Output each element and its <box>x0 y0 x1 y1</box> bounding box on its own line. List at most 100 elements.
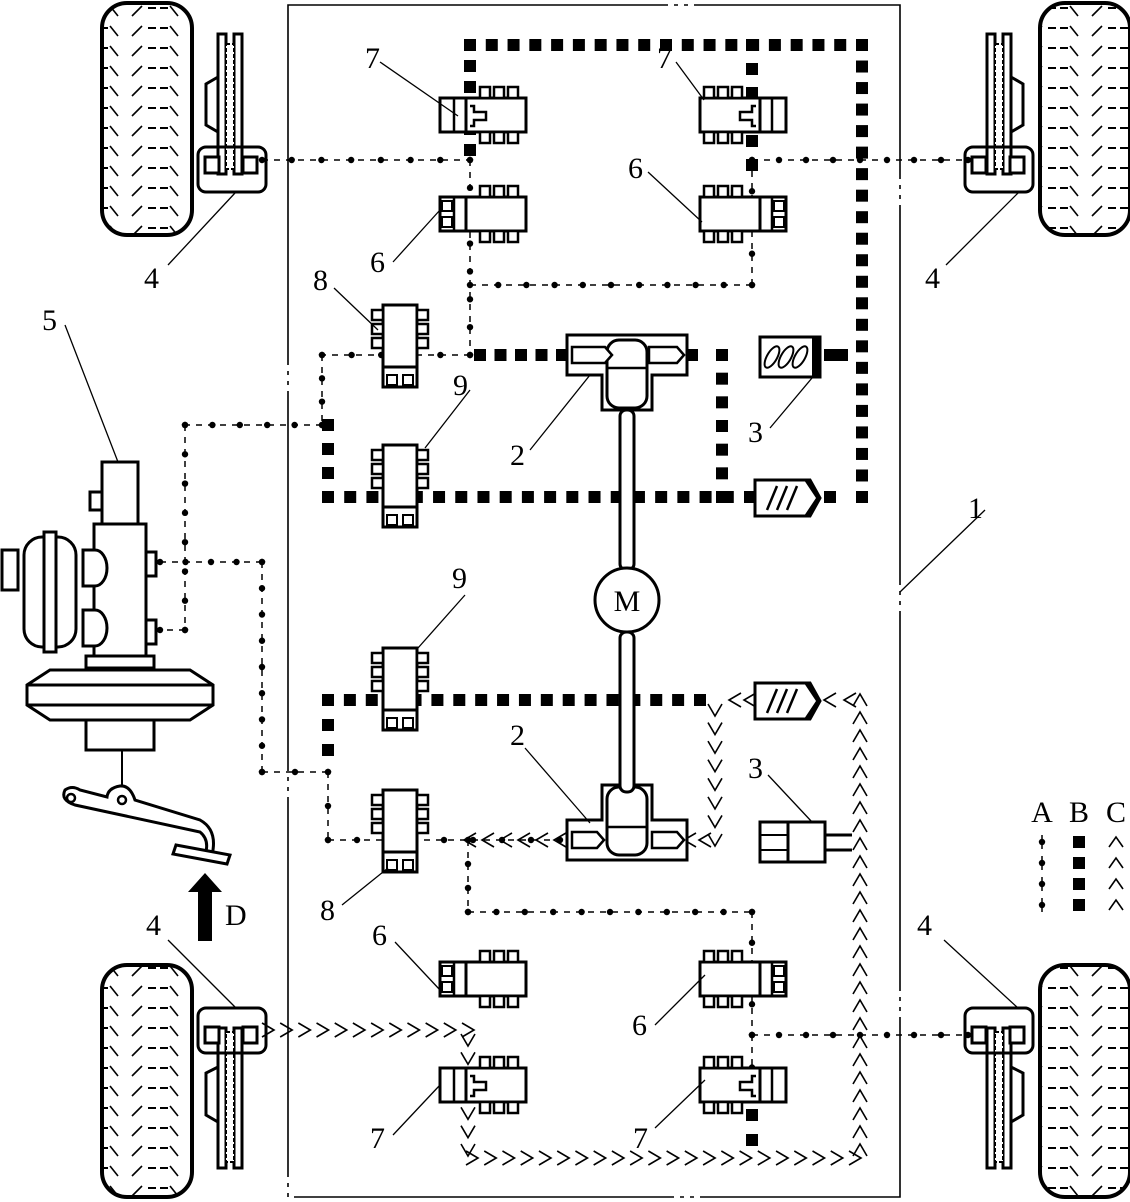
shaft-icon <box>618 630 636 794</box>
brake-rear-right <box>963 1006 1035 1170</box>
line-c-to-acc <box>822 692 857 708</box>
line-c-rear-left <box>261 1022 476 1038</box>
callout-label: 3 <box>748 752 763 785</box>
pressure-valve-rear <box>370 646 430 732</box>
leader-line <box>341 867 389 906</box>
line-b-pump-right <box>686 349 728 503</box>
pressure-valve-front <box>370 443 430 529</box>
leader-line <box>394 941 441 991</box>
legend-key: B <box>1069 796 1089 829</box>
accumulator-front-low <box>753 478 822 518</box>
inlet-valve-rear-right <box>698 949 788 1009</box>
callout-label: 2 <box>510 439 525 472</box>
callout-label: 4 <box>144 262 159 295</box>
disc-icon <box>985 32 997 176</box>
leader-line <box>647 171 703 223</box>
leader-line <box>899 509 986 593</box>
accumulator-front-high <box>758 335 822 379</box>
callout-6-front-right: 6 <box>628 152 703 223</box>
line-c-right-vertical <box>852 692 868 1157</box>
callout-d: D <box>225 899 247 932</box>
callout-label: 9 <box>453 369 468 402</box>
line-c-bottom <box>465 1150 863 1166</box>
port-icon <box>144 618 158 646</box>
line-b-lower-horizontal <box>322 694 706 706</box>
caliper-icon <box>196 1006 268 1055</box>
leader-line <box>417 594 466 649</box>
brake-front-right <box>963 32 1035 194</box>
leader-line <box>654 974 706 1026</box>
callout-label: 8 <box>320 894 335 927</box>
legend-chevron-icon <box>1108 835 1124 848</box>
legend-chevron-icon <box>1108 898 1124 911</box>
line-c-from-acc <box>727 692 757 708</box>
callout-label: 8 <box>313 264 328 297</box>
line-a-front-left <box>156 156 474 634</box>
callout-4-front-left: 4 <box>144 192 236 295</box>
outlet-valve-front-left <box>438 85 528 145</box>
leader-line <box>167 939 237 1009</box>
callout-6-rear-right: 6 <box>632 974 706 1042</box>
callout-label: 7 <box>370 1122 385 1155</box>
callout-label: 4 <box>146 909 161 942</box>
callout-label: 7 <box>365 42 380 75</box>
callout-9-rear: 9 <box>417 562 467 649</box>
wheel-rear-right <box>1038 963 1130 1199</box>
leader-line <box>769 377 813 429</box>
leader-line <box>64 324 119 463</box>
callout-3-rear: 3 <box>748 752 813 823</box>
legend-item-c: C <box>1106 796 1126 911</box>
inlet-valve-rear-left <box>438 949 528 1009</box>
leader-line <box>379 61 459 117</box>
callout-label: 1 <box>968 492 983 525</box>
brake-rear-left <box>196 1006 268 1170</box>
line-b-acc-stub <box>824 349 848 361</box>
pedal-pad-icon <box>171 843 232 866</box>
callout-1: 1 <box>899 492 986 593</box>
leader-line <box>529 374 591 451</box>
callout-4-rear-left: 4 <box>146 909 237 1009</box>
isolation-valve-rear <box>370 788 430 874</box>
motor-icon <box>593 566 661 634</box>
leader-line <box>767 774 813 823</box>
legend-dot-icon <box>1038 838 1046 846</box>
accumulator-icon <box>758 335 822 379</box>
disc-icon <box>985 1026 997 1170</box>
callout-8-rear: 8 <box>320 867 389 927</box>
callout-label: D <box>225 899 247 932</box>
inlet-valve-front-left <box>438 184 528 244</box>
force-arrow-icon <box>188 873 222 941</box>
legend-chevron-icon <box>1108 856 1124 869</box>
pedal-icon <box>62 784 215 857</box>
valve-body-icon <box>381 443 419 529</box>
outlet-valve-rear-left <box>438 1055 528 1115</box>
callout-7-front-left: 7 <box>365 42 459 117</box>
callout-5: 5 <box>42 304 119 463</box>
tire-icon <box>100 1 194 237</box>
legend-item-a: A <box>1031 796 1053 912</box>
callout-label: 9 <box>452 562 467 595</box>
caliper-icon <box>963 1006 1035 1055</box>
callout-8-front: 8 <box>313 264 379 331</box>
legend-chevron-icon <box>1108 877 1124 890</box>
brake-front-left <box>196 32 268 194</box>
legend-square-icon <box>1073 878 1085 890</box>
leader-line <box>167 192 236 266</box>
callout-label: 7 <box>633 1122 648 1155</box>
callout-label: 4 <box>917 909 932 942</box>
leader-line <box>675 61 705 101</box>
pump-unit-rear <box>565 783 689 862</box>
pump-unit-front <box>565 333 689 412</box>
callout-4-front-right: 4 <box>925 192 1019 295</box>
callout-2-front: 2 <box>510 374 591 472</box>
wheel-rear-left <box>100 963 194 1199</box>
callout-9-front: 9 <box>424 369 471 449</box>
leader-line <box>654 1079 706 1129</box>
accumulator-rear <box>758 820 852 864</box>
legend-key: C <box>1106 796 1126 829</box>
line-a-rear-circuit <box>156 558 564 844</box>
leader-line <box>392 209 441 263</box>
inlet-valve-front-right <box>698 184 788 244</box>
